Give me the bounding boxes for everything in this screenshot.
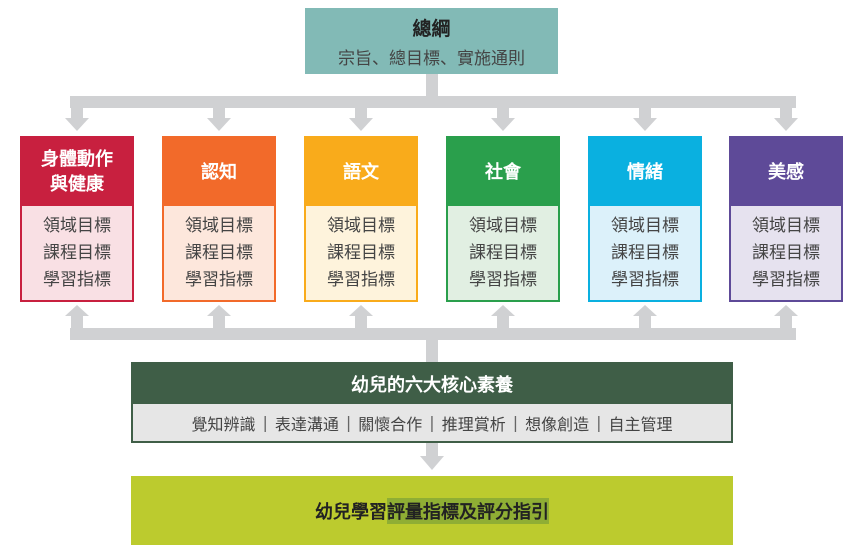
domain-items: 領域目標課程目標學習指標: [731, 206, 841, 300]
domain-item: 課程目標: [327, 242, 395, 263]
up-arrow: [207, 305, 231, 316]
separator: |: [345, 413, 352, 432]
down-arrow-shaft: [71, 106, 83, 120]
up-arrow-shaft: [71, 314, 83, 330]
domain-box: 語文領域目標課程目標學習指標: [304, 136, 418, 302]
top-branch-bar: [70, 96, 796, 108]
up-arrow-shaft: [497, 314, 509, 330]
core-connector: [426, 340, 438, 362]
core-competencies-title: 幼兒的六大核心素養: [351, 375, 513, 396]
core-competency: 推理賞析: [441, 414, 506, 434]
domain-item: 領域目標: [752, 215, 820, 236]
domain-items: 領域目標課程目標學習指標: [22, 206, 132, 300]
domain-title: 認知: [164, 138, 274, 206]
domain-title: 情緒: [590, 138, 700, 206]
domain-title-line: 語文: [343, 161, 379, 183]
separator: |: [512, 413, 519, 432]
separator: |: [262, 413, 268, 432]
down-arrow: [774, 118, 798, 131]
domain-title-line: 身體動作: [41, 149, 113, 170]
up-arrow-shaft: [639, 314, 651, 330]
domain-box: 社會領域目標課程目標學習指標: [446, 136, 560, 302]
domain-items: 領域目標課程目標學習指標: [590, 206, 700, 300]
up-arrow: [491, 305, 515, 316]
down-arrow: [633, 118, 657, 131]
core-competency: 自主管理: [608, 414, 673, 434]
core-competency: 想像創造: [525, 414, 590, 434]
domain-box: 身體動作與健康領域目標課程目標學習指標: [20, 136, 134, 302]
down-arrow: [349, 118, 373, 131]
down-arrow-shaft: [213, 106, 225, 120]
domain-title: 社會: [448, 138, 558, 206]
domain-item: 學習指標: [327, 269, 395, 290]
up-arrow: [774, 305, 798, 316]
down-arrow: [491, 118, 515, 131]
domain-item: 領域目標: [327, 215, 395, 236]
domain-item: 課程目標: [469, 242, 537, 263]
separator: |: [596, 413, 602, 432]
domain-items: 領域目標課程目標學習指標: [448, 206, 558, 300]
domain-item: 領域目標: [611, 215, 679, 236]
core-competency: 關懷合作: [358, 414, 423, 434]
final-arrow: [420, 456, 444, 470]
domain-item: 課程目標: [611, 242, 679, 263]
up-arrow: [633, 305, 657, 316]
domain-title: 身體動作與健康: [22, 138, 132, 206]
up-arrow: [349, 305, 373, 316]
assessment-box: 幼兒學習評量指標及評分指引: [131, 476, 733, 545]
assessment-prefix: 幼兒學習: [315, 501, 387, 523]
up-arrow-shaft: [780, 314, 792, 330]
up-arrow-shaft: [355, 314, 367, 330]
domain-title-line: 與健康: [50, 174, 104, 195]
domain-items: 領域目標課程目標學習指標: [164, 206, 274, 300]
down-arrow: [65, 118, 89, 131]
domain-title: 美感: [731, 138, 841, 206]
domain-title: 語文: [306, 138, 416, 206]
general-guidelines-box: 總綱 宗旨、總目標、實施通則: [305, 8, 558, 74]
domain-item: 課程目標: [43, 242, 111, 263]
domain-box: 美感領域目標課程目標學習指標: [729, 136, 843, 302]
domain-item: 領域目標: [469, 215, 537, 236]
down-arrow-shaft: [780, 106, 792, 120]
down-arrow: [207, 118, 231, 131]
domain-item: 學習指標: [185, 269, 253, 290]
core-competency: 表達溝通: [274, 414, 339, 434]
down-arrow-shaft: [497, 106, 509, 120]
up-arrow-shaft: [213, 314, 225, 330]
core-competency: 覺知辨識: [191, 414, 256, 434]
top-connector: [426, 74, 438, 100]
general-guidelines-title: 總綱: [412, 18, 451, 40]
domain-box: 認知領域目標課程目標學習指標: [162, 136, 276, 302]
down-arrow-shaft: [355, 106, 367, 120]
core-competencies-list: 覺知辨識 | 表達溝通 | 關懷合作 | 推理賞析 | 想像創造 | 自主管理: [133, 404, 731, 441]
domain-title-line: 認知: [201, 161, 237, 183]
down-arrow-shaft: [639, 106, 651, 120]
separator: |: [429, 413, 435, 432]
domain-item: 學習指標: [611, 269, 679, 290]
domain-item: 課程目標: [752, 242, 820, 263]
domain-title-line: 美感: [768, 161, 804, 183]
domain-title-line: 社會: [485, 161, 521, 183]
domain-item: 課程目標: [185, 242, 253, 263]
general-guidelines-subtitle: 宗旨、總目標、實施通則: [338, 49, 525, 69]
domain-item: 領域目標: [185, 215, 253, 236]
assessment-highlight: 評量指標及評分指引: [387, 497, 549, 524]
up-arrow: [65, 305, 89, 316]
final-connector: [426, 443, 438, 457]
domain-title-line: 情緒: [627, 161, 663, 183]
domain-items: 領域目標課程目標學習指標: [306, 206, 416, 300]
core-competencies-box: 幼兒的六大核心素養 覺知辨識 | 表達溝通 | 關懷合作 | 推理賞析 | 想像創造 | 自主管理: [131, 362, 733, 443]
domain-box: 情緒領域目標課程目標學習指標: [588, 136, 702, 302]
domain-item: 領域目標: [43, 215, 111, 236]
bottom-branch-bar: [70, 328, 796, 340]
domain-item: 學習指標: [752, 269, 820, 290]
domain-item: 學習指標: [43, 269, 111, 290]
domain-item: 學習指標: [469, 269, 537, 290]
